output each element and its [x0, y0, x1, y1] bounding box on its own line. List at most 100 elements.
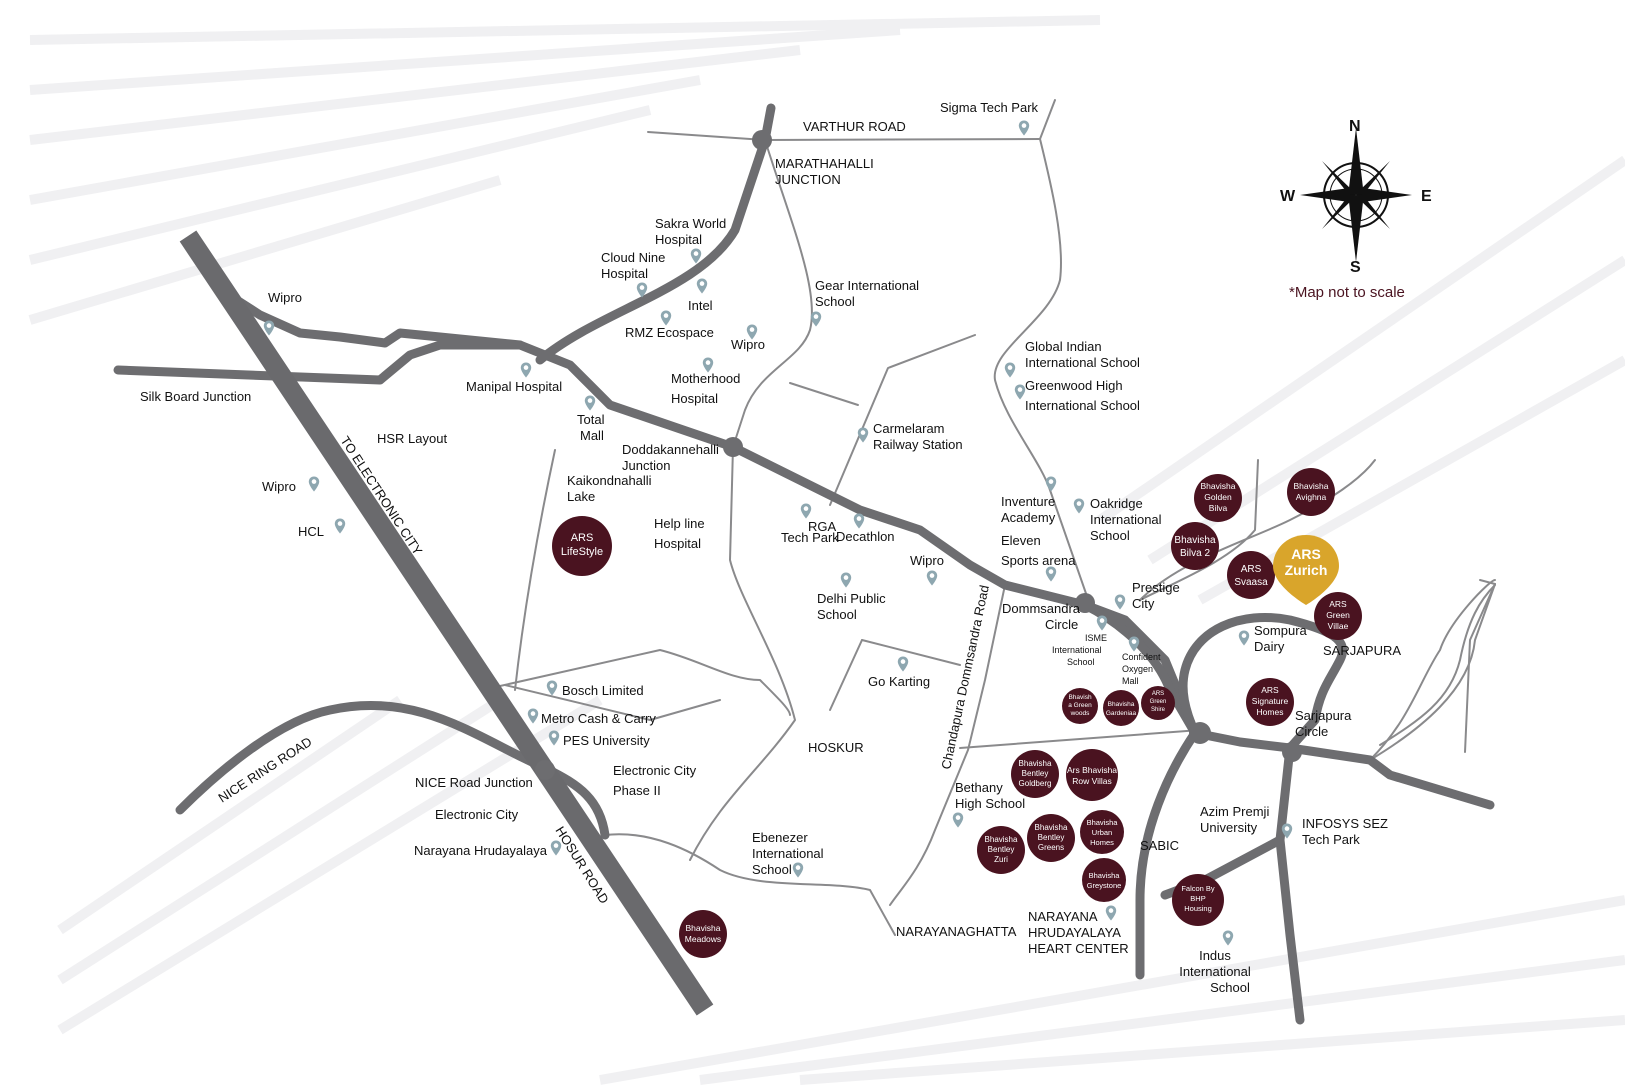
- pin-sigma[interactable]: [1018, 120, 1030, 136]
- pin-wipro-nw[interactable]: [263, 320, 275, 336]
- pin-inventure[interactable]: [1045, 476, 1057, 492]
- compass-rose: N S W E: [1280, 118, 1432, 276]
- pin-hcl[interactable]: [334, 518, 346, 534]
- pin-rga[interactable]: [800, 503, 812, 519]
- pin-eleven[interactable]: [1045, 566, 1057, 582]
- pin-total-mall[interactable]: [584, 395, 596, 411]
- pin-sompura[interactable]: [1238, 630, 1250, 646]
- pin-oakridge[interactable]: [1073, 498, 1085, 514]
- pin-carmelaram[interactable]: [857, 427, 869, 443]
- pin-pes[interactable]: [548, 730, 560, 746]
- label-wipro-nw: Wipro: [268, 290, 302, 305]
- hosur-highway: [179, 230, 714, 1016]
- pin-ebenezer[interactable]: [792, 862, 804, 878]
- pin-bethany[interactable]: [952, 812, 964, 828]
- label-hsr: HSR Layout: [377, 431, 447, 446]
- pin-isme[interactable]: [1096, 615, 1108, 631]
- pin-intel[interactable]: [696, 278, 708, 294]
- minor-roads: [499, 99, 1496, 936]
- pin-bosch[interactable]: [546, 680, 558, 696]
- compass-n: N: [1349, 118, 1361, 135]
- label-pes: PES University: [563, 733, 650, 748]
- pin-gear[interactable]: [810, 311, 822, 327]
- pin-confident[interactable]: [1128, 636, 1140, 652]
- junction-marathahalli: [752, 130, 772, 150]
- pin-decathlon[interactable]: [853, 513, 865, 529]
- pin-go-karting[interactable]: [897, 656, 909, 672]
- pin-rmz[interactable]: [660, 310, 672, 326]
- location-pins: [263, 120, 1293, 946]
- pin-prestige[interactable]: [1114, 594, 1126, 610]
- pin-wipro-c[interactable]: [926, 570, 938, 586]
- label-intel: Intel: [688, 298, 713, 313]
- pin-global-indian[interactable]: [1004, 362, 1016, 378]
- junction-nice-road: [535, 760, 555, 780]
- label-narayana-h: Narayana Hrudayalaya: [414, 843, 548, 858]
- pin-metro[interactable]: [527, 708, 539, 724]
- label-sabic: SABIC: [1140, 838, 1179, 853]
- label-hoskur: HOSKUR: [808, 740, 864, 755]
- label-sarjapura: SARJAPURA: [1323, 643, 1401, 658]
- pin-nh-heart[interactable]: [1105, 905, 1117, 921]
- pin-sakra[interactable]: [690, 248, 702, 264]
- pin-narayana-h[interactable]: [550, 840, 562, 856]
- junction-sarjapura: [1189, 722, 1211, 744]
- label-nice-junction: NICE Road Junction: [415, 775, 533, 790]
- label-decathlon: Decathlon: [836, 529, 895, 544]
- pin-wipro-w[interactable]: [308, 476, 320, 492]
- pin-manipal[interactable]: [520, 362, 532, 378]
- compass-w: W: [1280, 188, 1296, 205]
- pin-indus[interactable]: [1222, 930, 1234, 946]
- pin-dps[interactable]: [840, 572, 852, 588]
- pin-greenwood[interactable]: [1014, 384, 1026, 400]
- label-bosch: Bosch Limited: [562, 683, 644, 698]
- junction-sarjapura-circle: [1282, 742, 1302, 762]
